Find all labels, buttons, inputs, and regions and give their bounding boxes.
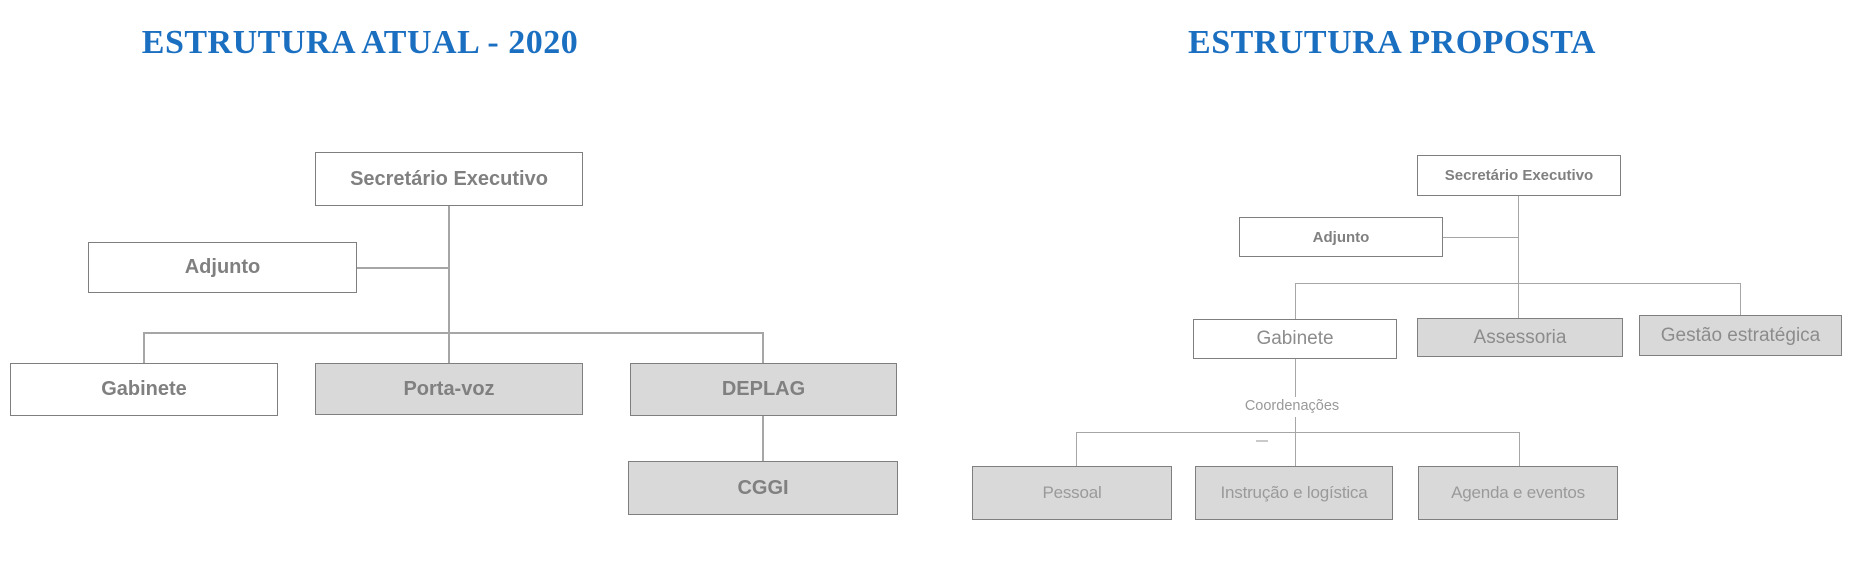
org-box-instrucao-logistica: Instrução e logística [1195,466,1393,520]
org-box-pessoal: Pessoal [972,466,1172,520]
org-box-cggi: CGGI [628,461,898,515]
connector-riser-agenda [1519,432,1520,466]
connector-row1-proposta [1295,283,1740,284]
connector-riser-deplag [762,332,764,363]
stray-dash-mark [1256,440,1268,442]
org-box-porta-voz: Porta-voz [315,363,583,415]
connector-coordenacoes-down [1295,417,1296,466]
connector-riser-gabinete-atual [143,332,145,363]
connector-row-atual [143,332,763,334]
org-box-gabinete-atual: Gabinete [10,363,278,416]
connector-secretario-down-atual [448,206,450,363]
org-box-adjunto-atual: Adjunto [88,242,357,293]
connector-riser-pessoal [1076,432,1077,466]
org-box-gabinete-proposta: Gabinete [1193,319,1397,359]
org-box-assessoria: Assessoria [1417,318,1623,357]
connector-row2-proposta [1076,432,1519,433]
org-box-adjunto-proposta: Adjunto [1239,217,1443,257]
org-box-agenda-eventos: Agenda e eventos [1418,466,1618,520]
org-box-secretario-executivo-proposta: Secretário Executivo [1417,155,1621,196]
org-box-secretario-executivo-atual: Secretário Executivo [315,152,583,206]
org-box-deplag: DEPLAG [630,363,897,416]
label-coordenacoes: Coordenações [1244,398,1340,414]
connector-deplag-cggi [762,416,764,461]
connector-riser-gestao [1740,283,1741,315]
chart-title-estrutura-proposta: ESTRUTURA PROPOSTA [1188,24,1596,61]
connector-secretario-down-proposta [1518,196,1519,318]
connector-gabinete-coordenacoes [1295,359,1296,397]
org-box-gestao-estrategica: Gestão estratégica [1639,315,1842,356]
connector-adjunto-atual [357,267,449,269]
chart-title-estrutura-atual: ESTRUTURA ATUAL - 2020 [141,24,579,61]
connector-riser-gabinete-proposta [1295,283,1296,319]
connector-adjunto-proposta [1443,237,1519,238]
